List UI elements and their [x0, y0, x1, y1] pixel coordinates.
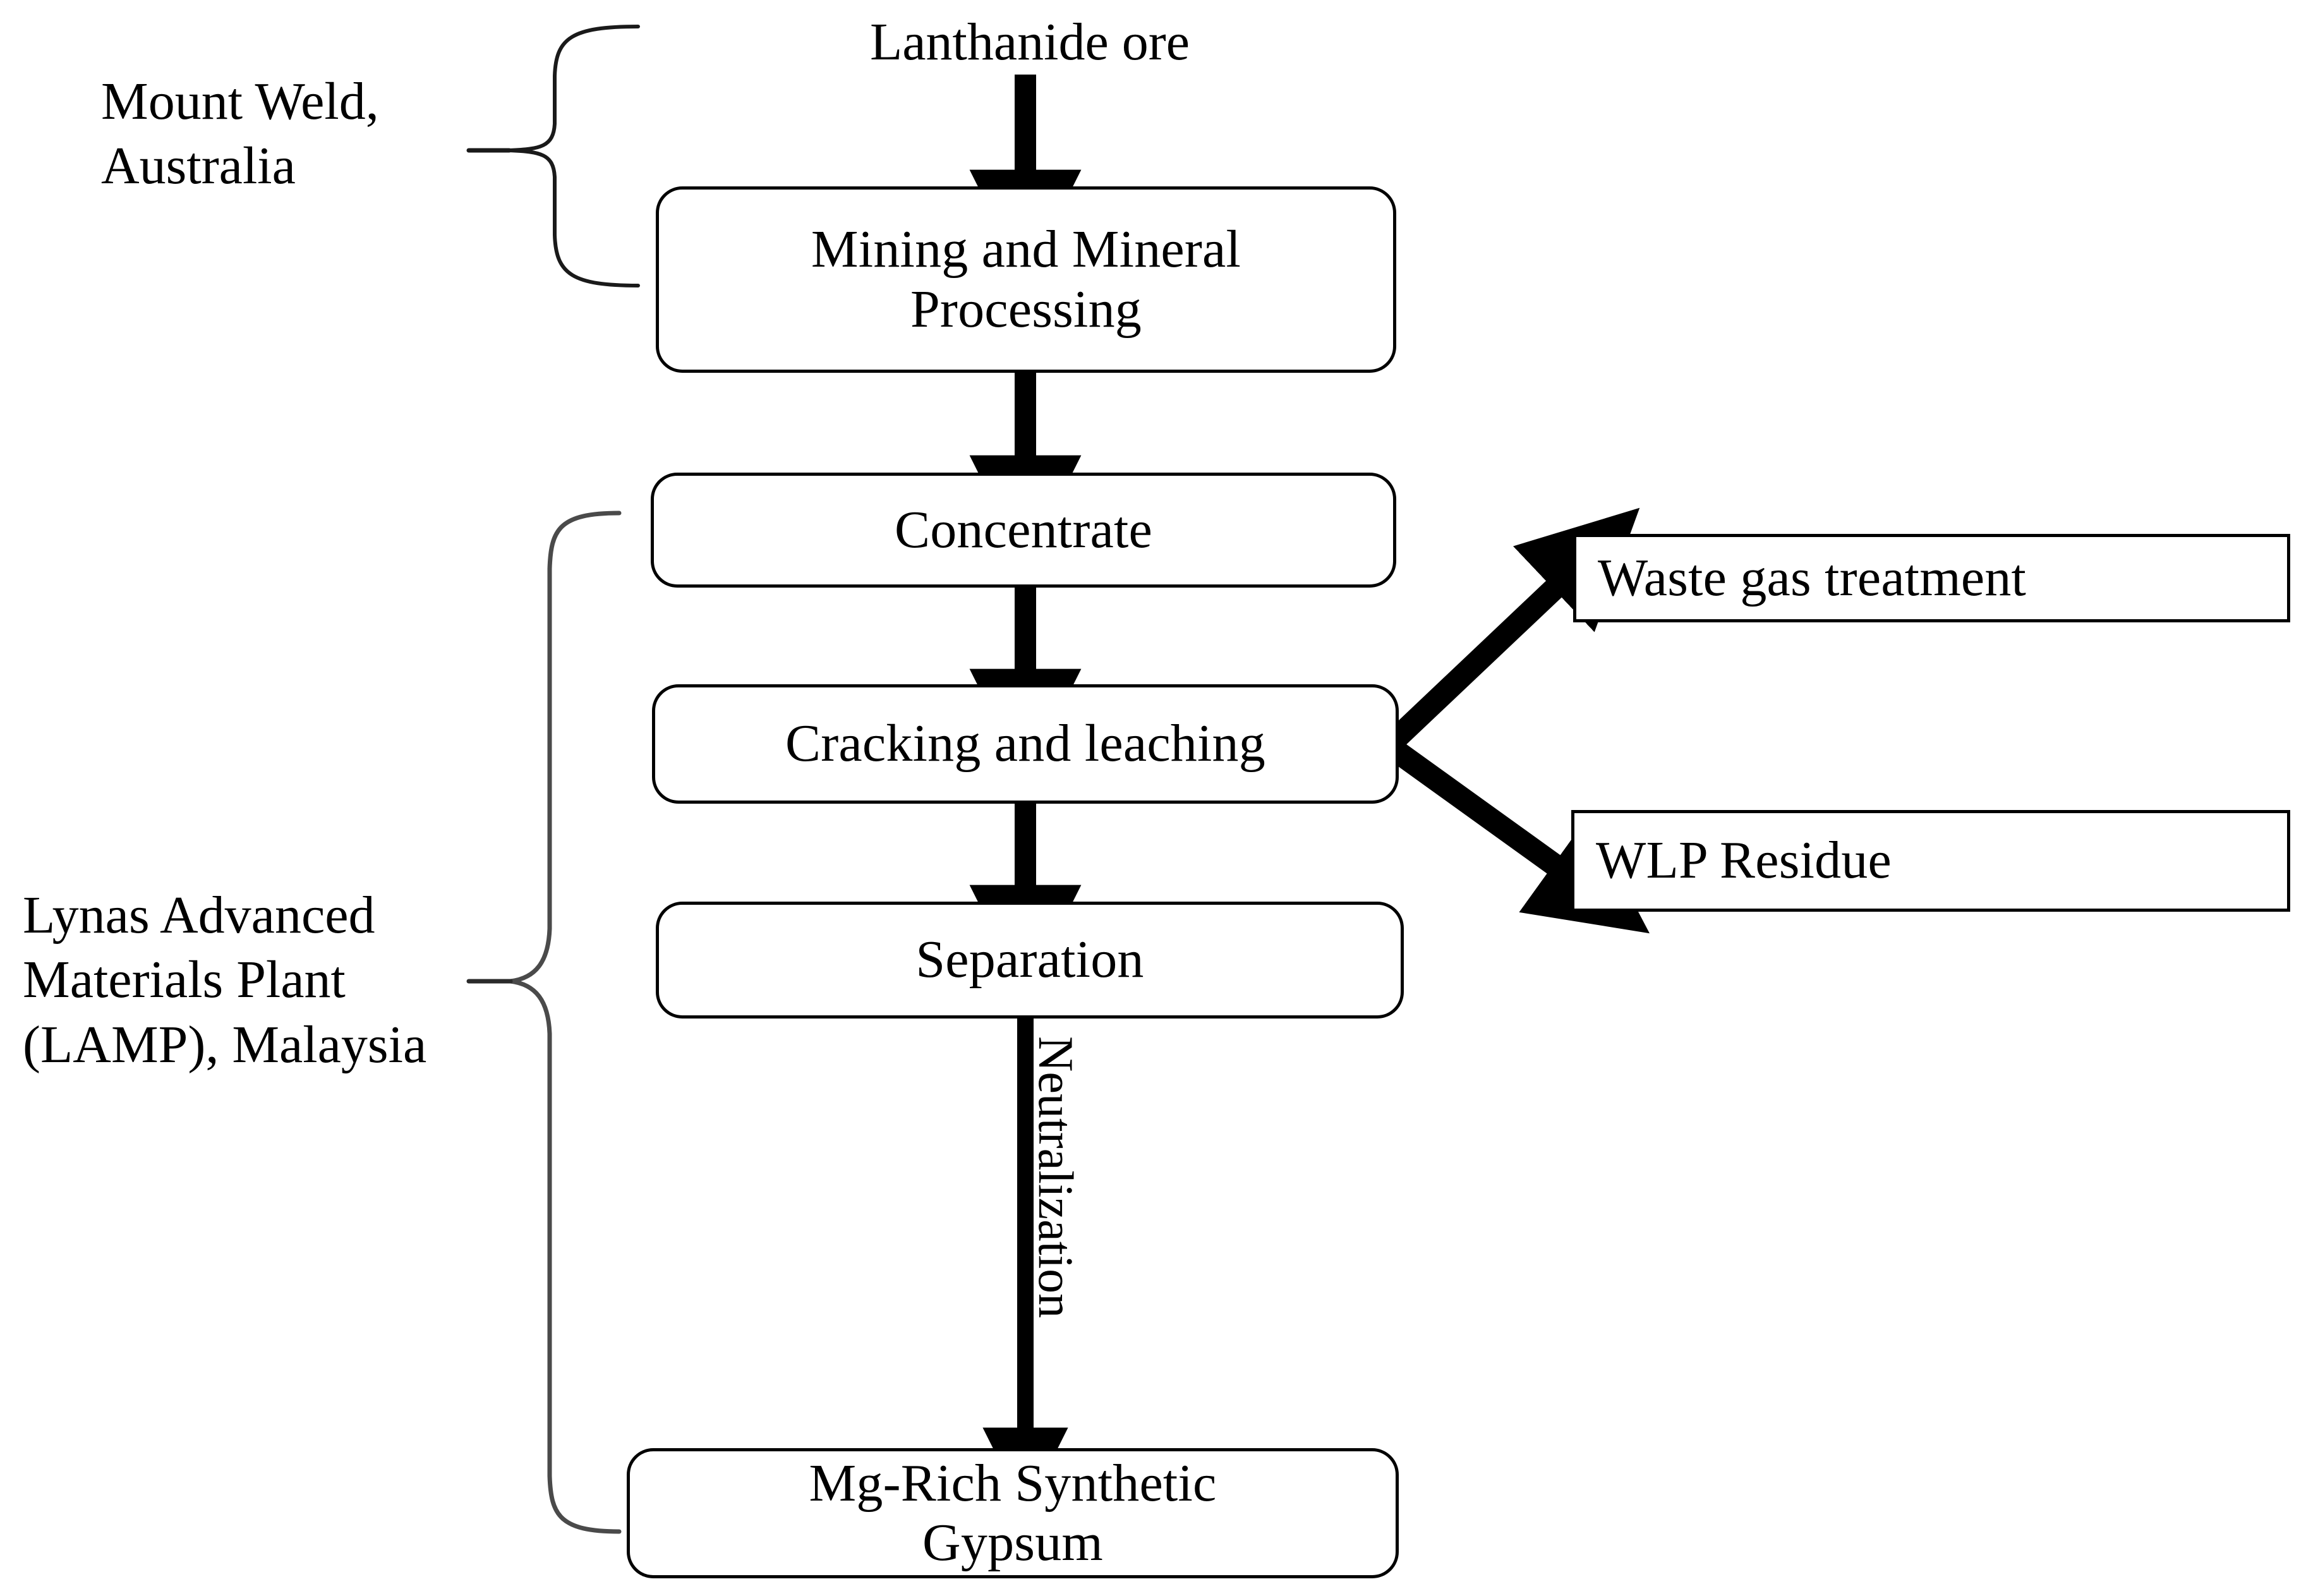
node-cracking-and-leaching[interactable]: Cracking and leaching: [652, 684, 1399, 804]
node-concentrate[interactable]: Concentrate: [651, 473, 1396, 588]
node-wlp-residue[interactable]: WLP Residue: [1571, 810, 2290, 912]
node-mining-label: Mining and Mineral Processing: [811, 220, 1241, 339]
node-concentrate-label: Concentrate: [894, 500, 1152, 559]
edge-label-neutralization: Neutralization: [1029, 1036, 1084, 1319]
node-mining-and-mineral-processing[interactable]: Mining and Mineral Processing: [656, 186, 1396, 373]
node-lanthanide-ore: Lanthanide ore: [869, 13, 1190, 71]
group-label-lamp: Lynas Advanced Materials Plant (LAMP), M…: [23, 886, 427, 1074]
node-mg-rich-synthetic-gypsum[interactable]: Mg-Rich Synthetic Gypsum: [627, 1448, 1399, 1578]
node-separation[interactable]: Separation: [656, 902, 1404, 1019]
node-wlp-residue-label: WLP Residue: [1596, 831, 1892, 890]
node-gypsum-label: Mg-Rich Synthetic Gypsum: [809, 1453, 1217, 1572]
node-waste-gas-label: Waste gas treatment: [1598, 548, 2027, 607]
group-label-mount-weld: Mount Weld, Australia: [101, 72, 379, 196]
brace-mount-weld: [466, 25, 640, 287]
node-separation-label: Separation: [915, 930, 1144, 989]
arrow-cracking-to-wlp-residue: [1382, 736, 1650, 934]
node-cracking-label: Cracking and leaching: [785, 714, 1265, 773]
node-waste-gas-treatment[interactable]: Waste gas treatment: [1573, 534, 2290, 622]
arrow-cracking-to-waste-gas: [1380, 507, 1640, 754]
